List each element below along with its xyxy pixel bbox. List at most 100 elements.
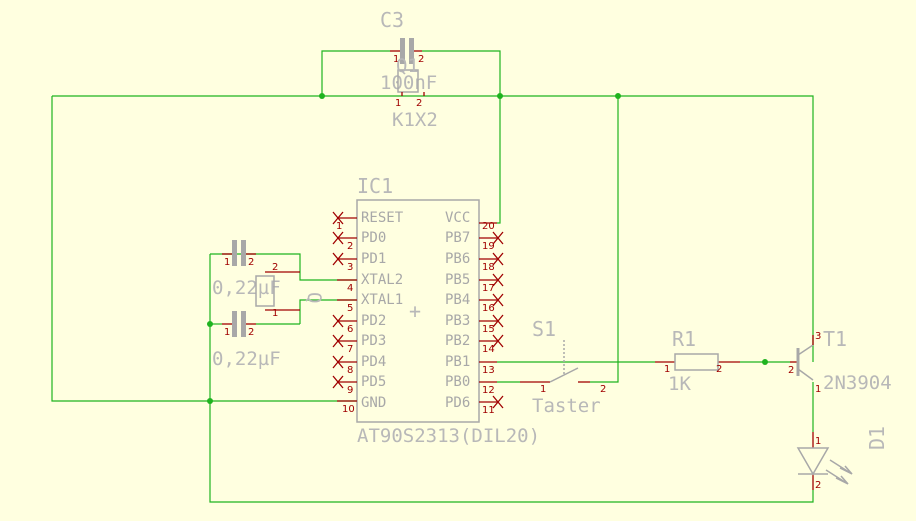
- ic1-pin[interactable]: 2 PD0: [337, 230, 386, 252]
- pin-number: 18: [482, 262, 495, 273]
- pin-number: 19: [482, 241, 495, 252]
- ic1-pin[interactable]: 15 PB3: [445, 313, 497, 335]
- ic1-pin[interactable]: 6 PD2: [337, 313, 386, 335]
- junction-dot: [319, 93, 325, 99]
- junction-dot: [615, 93, 621, 99]
- ic1-pin[interactable]: 10 GND: [337, 395, 386, 415]
- net-c3-loop[interactable]: [321, 50, 390, 96]
- ic1-pin[interactable]: 17 PB5: [445, 272, 497, 294]
- r1-name: R1: [672, 327, 696, 351]
- led-light-arrow: [829, 459, 853, 475]
- cap-plate: [409, 38, 414, 64]
- t1-value: 2N3904: [823, 372, 892, 394]
- no-connect-mark: [492, 395, 504, 409]
- no-connect-markers: [332, 211, 504, 409]
- pin-name: GND: [361, 395, 386, 411]
- pin-name: PB7: [445, 230, 470, 246]
- capacitor-c3[interactable]: C3 100nF 1 2: [380, 8, 437, 94]
- pin-number: 4: [347, 283, 353, 294]
- d1-pin1-number: 1: [815, 436, 821, 447]
- ic1-pin[interactable]: 7 PD3: [337, 333, 386, 355]
- pin-name: VCC: [445, 210, 470, 226]
- capacitor-c2[interactable]: 1 2 0,22µF: [212, 311, 281, 370]
- net-vcc[interactable]: [52, 95, 814, 362]
- capacitor-c1[interactable]: 1 2 0,22µF: [212, 240, 281, 299]
- ic1-pin[interactable]: 20 VCC: [445, 210, 497, 232]
- t1-pin1-number: 1: [815, 384, 821, 395]
- c1-value: 0,22µF: [212, 277, 281, 299]
- led-light-arrow: [825, 469, 849, 485]
- transistor-t1[interactable]: T1 2N3904 3 2 1: [788, 327, 892, 395]
- ic1-pin[interactable]: 9 PD5: [337, 374, 386, 396]
- ic1-pin[interactable]: 1 RESET: [336, 210, 404, 232]
- ic1-pin[interactable]: 8 PD4: [337, 354, 386, 376]
- ic1-pin[interactable]: 3 PD1: [337, 251, 386, 273]
- ic1-pin[interactable]: 19 PB7: [445, 230, 497, 252]
- cap-plate: [232, 240, 237, 266]
- c3-name: C3: [380, 8, 404, 32]
- ic1-pin[interactable]: 14 PB2: [445, 333, 497, 355]
- ic1-right-pins: 20 VCC 19 PB7 18 PB6 17 PB5 16 PB4: [445, 210, 497, 416]
- pin-number: 1: [336, 221, 342, 232]
- no-connect-mark: [492, 293, 504, 307]
- ic1-value: AT90S2313(DIL20): [357, 425, 540, 447]
- pin-name: PD3: [361, 333, 386, 349]
- ic1-pin[interactable]: 11 PD6: [445, 395, 497, 416]
- ic1-pin[interactable]: 16 PB4: [445, 292, 497, 314]
- no-connect-mark: [332, 314, 344, 328]
- no-connect-mark: [492, 273, 504, 287]
- q-pin1-number: 1: [272, 308, 278, 319]
- pin-number: 17: [482, 283, 495, 294]
- ic1-microcontroller[interactable]: IC1 AT90S2313(DIL20) + 1 RESET 2 PD0 3 P…: [332, 174, 540, 447]
- pin-number: 7: [347, 344, 353, 355]
- pin-name: PB4: [445, 292, 470, 308]
- junctions: [207, 93, 768, 404]
- pin-number: 16: [482, 303, 495, 314]
- resistor-body: [674, 353, 719, 371]
- pin-number: 12: [482, 385, 495, 396]
- pin-number: 20: [482, 221, 495, 232]
- pin-number: 11: [482, 405, 495, 416]
- ic1-pin[interactable]: 4 XTAL2: [337, 272, 403, 294]
- q1-value: K1X2: [392, 109, 438, 131]
- pin-name: PD6: [445, 395, 470, 411]
- pin-name: PB1: [445, 354, 470, 370]
- ic1-left-pins: 1 RESET 2 PD0 3 PD1 4 XTAL2 5 XTAL1: [336, 210, 404, 415]
- junction-dot: [762, 359, 768, 365]
- junction-dot: [497, 93, 503, 99]
- ic1-pin[interactable]: 13 PB1: [445, 354, 497, 376]
- q1-pin2-number: 2: [416, 98, 422, 109]
- no-connect-mark: [332, 355, 344, 369]
- ic1-pin[interactable]: 5 XTAL1: [337, 292, 403, 314]
- net-switch-vcc[interactable]: [590, 96, 619, 383]
- resistor-r1[interactable]: R1 1K 1 2: [655, 327, 740, 395]
- ic1-pin[interactable]: 18 PB6: [445, 251, 497, 273]
- pin-number: 3: [347, 262, 353, 273]
- pin-name: PB2: [445, 333, 470, 349]
- r1-value: 1K: [668, 373, 691, 395]
- junction-dot: [207, 398, 213, 404]
- ic1-pin[interactable]: 12 PB0: [445, 374, 497, 396]
- led-d1[interactable]: D1 1 2: [796, 426, 889, 491]
- cap-plate: [241, 311, 246, 337]
- s1-name: S1: [532, 317, 556, 341]
- net-gnd-bottom[interactable]: [209, 254, 814, 503]
- pin-number: 6: [347, 324, 353, 335]
- transistor-emitter: [797, 368, 814, 381]
- t1-pin2-number: 2: [788, 365, 794, 376]
- q-small-label: Q: [303, 292, 325, 303]
- no-connect-mark: [332, 211, 344, 225]
- pin-name: PB3: [445, 313, 470, 329]
- ic1-origin-cross: +: [409, 299, 421, 323]
- t1-pin3-number: 3: [815, 331, 821, 342]
- transistor-collector: [797, 344, 814, 356]
- net-gnd-left[interactable]: [51, 96, 357, 402]
- t1-name: T1: [823, 327, 847, 351]
- cap-plate: [232, 311, 237, 337]
- crystal-q-small[interactable]: 2 1 Q: [255, 262, 325, 319]
- net-c3-right[interactable]: [422, 50, 501, 224]
- pin-name: XTAL2: [361, 272, 403, 288]
- crystal-q1[interactable]: Q1 K1X2 1 2: [392, 55, 438, 131]
- switch-s1[interactable]: S1 Taster 1 2: [520, 317, 606, 417]
- c1-pin1-number: 1: [224, 257, 230, 268]
